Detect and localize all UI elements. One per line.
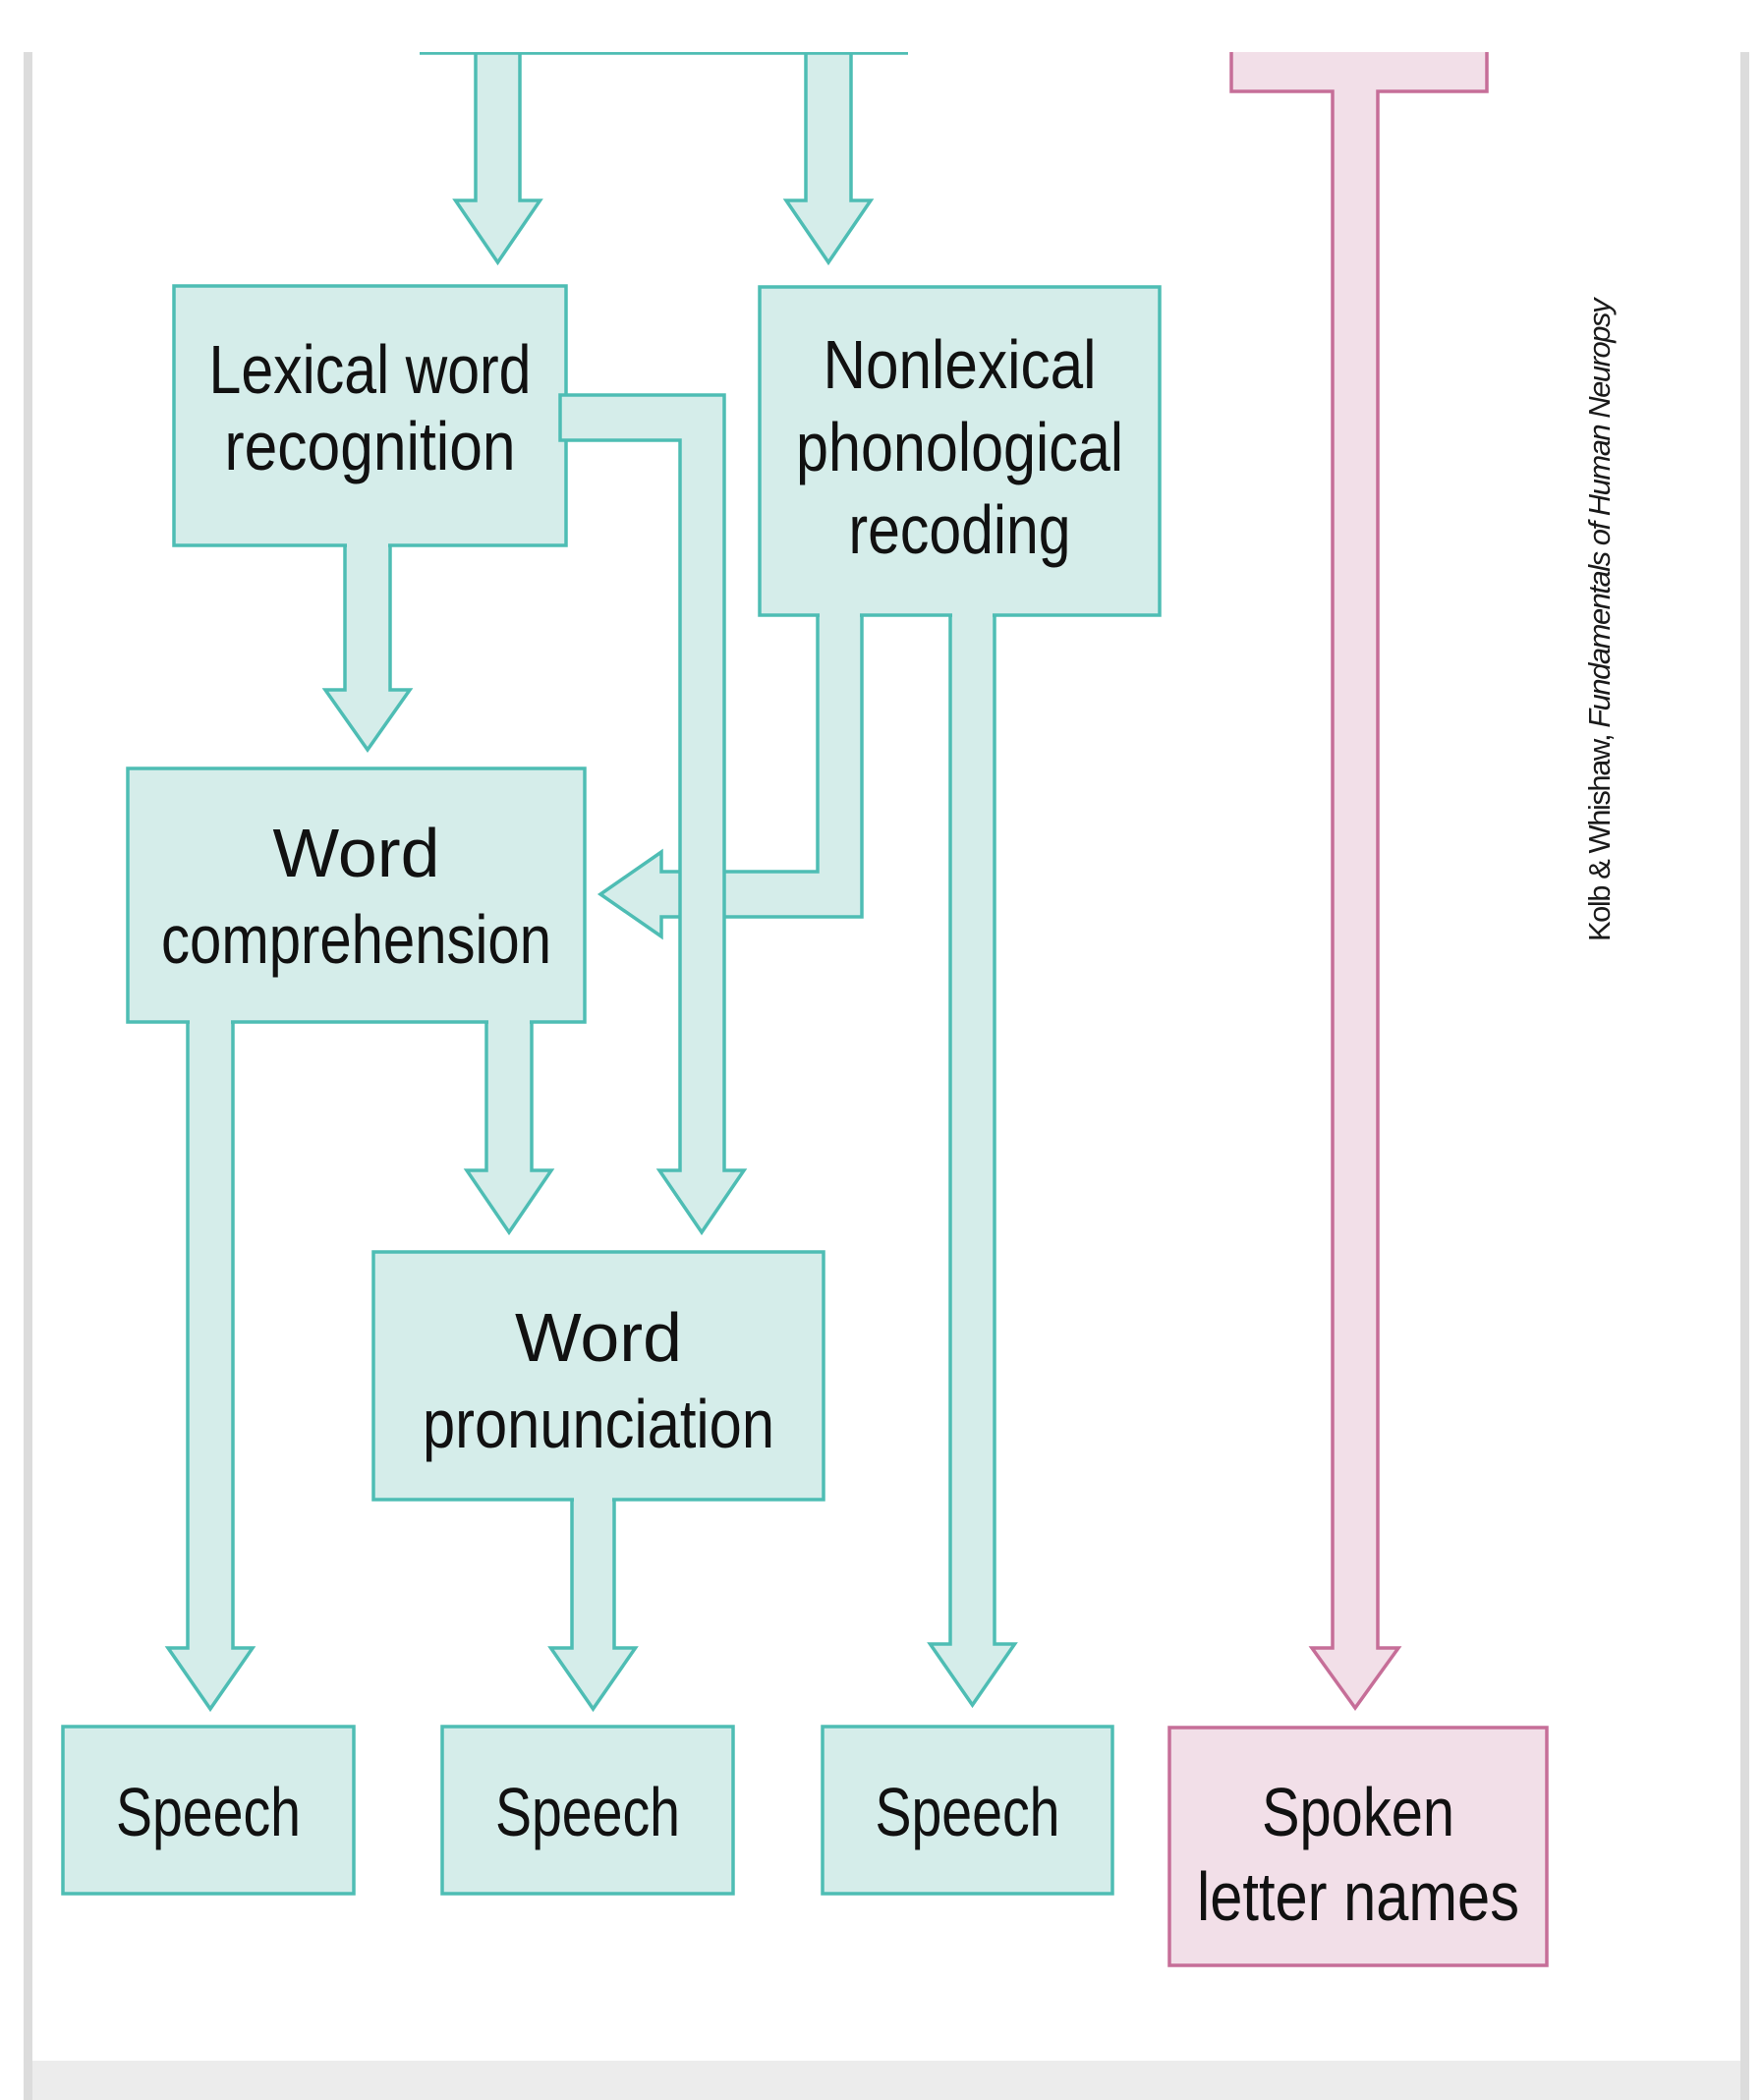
- nonlexical-box-shape: [758, 285, 1162, 617]
- spoken-letter-names-label-line: Spoken: [1262, 1774, 1454, 1850]
- top-crop-mask: [0, 0, 1763, 52]
- arrow-lexical-to-comprehension: [321, 543, 414, 754]
- shaft-join: [190, 1019, 231, 1026]
- speech-2-label-line: Speech: [495, 1774, 680, 1850]
- nonlexical-label-line: phonological: [796, 409, 1123, 485]
- box-speech-3: Speech: [821, 1725, 1114, 1896]
- box-speech-2: Speech: [440, 1725, 735, 1896]
- comprehension-box-shape: [126, 766, 587, 1024]
- arrow-input-to-nonlexical: [782, 51, 875, 266]
- shaft-join: [952, 612, 993, 619]
- left-frame-bar: [24, 52, 32, 2100]
- comprehension-label-line: Word: [273, 815, 440, 891]
- shaft-join: [488, 1019, 530, 1026]
- arrow-comprehension-to-pronunciation: [463, 1020, 555, 1236]
- right-frame-bar: [1740, 52, 1749, 2100]
- arrow-nonlexical-to-comprehension: [597, 613, 864, 940]
- credit-text: Kolb & Whishaw, Fundamentals of Human Ne…: [1584, 300, 1618, 941]
- arrow-input-to-lexical: [452, 51, 543, 266]
- spoken-letter-names-box-shape: [1167, 1726, 1549, 1967]
- credit-authors: Kolb & Whishaw,: [1584, 727, 1617, 941]
- arrow-letter-input-to-spoken-letter-names: [1229, 37, 1489, 1711]
- footer-band: [32, 2061, 1740, 2100]
- speech-3-label-line: Speech: [876, 1774, 1060, 1850]
- pronunciation-label-line: Word: [515, 1299, 682, 1376]
- speech-2-box-shape: [440, 1725, 735, 1896]
- source-credit: Kolb & Whishaw, Fundamentals of Human Ne…: [1584, 52, 1623, 941]
- arrows-layer: [164, 37, 1489, 1713]
- box-spoken-letter-names: Spoken letter names: [1167, 1726, 1549, 1967]
- shaft-join: [347, 542, 388, 549]
- speech-1-label-line: Speech: [116, 1774, 301, 1850]
- shaft-join: [820, 612, 860, 619]
- comprehension-label-line: comprehension: [161, 901, 551, 978]
- speech-3-box-shape: [821, 1725, 1114, 1896]
- lexical-label-line: recognition: [225, 408, 516, 484]
- nonlexical-label-line: Nonlexical: [824, 326, 1097, 403]
- pronunciation-label-line: pronunciation: [423, 1386, 774, 1462]
- spoken-letter-names-label-line: letter names: [1197, 1858, 1519, 1935]
- speech-1-box-shape: [61, 1725, 356, 1896]
- box-pronunciation: Word pronunciation: [371, 1250, 825, 1502]
- arrow-comprehension-to-speech-1: [164, 1020, 256, 1713]
- nonlexical-label-line: recoding: [849, 491, 1071, 568]
- overlay-layer: [190, 393, 993, 1504]
- pronunciation-box-shape: [371, 1250, 825, 1502]
- arrow-pronunciation-to-speech-2: [547, 1498, 639, 1713]
- lexical-connector-join: [564, 397, 570, 438]
- credit-title: Fundamentals of Human Neuropsy: [1584, 300, 1617, 728]
- box-speech-1: Speech: [61, 1725, 356, 1896]
- arrow-nonlexical-to-speech-3: [927, 613, 1018, 1709]
- lexical-label-line: Lexical word: [209, 331, 532, 408]
- arrow-lexical-to-pronunciation: [558, 393, 748, 1236]
- shaft-join: [574, 1497, 612, 1504]
- box-comprehension: Word comprehension: [126, 766, 587, 1024]
